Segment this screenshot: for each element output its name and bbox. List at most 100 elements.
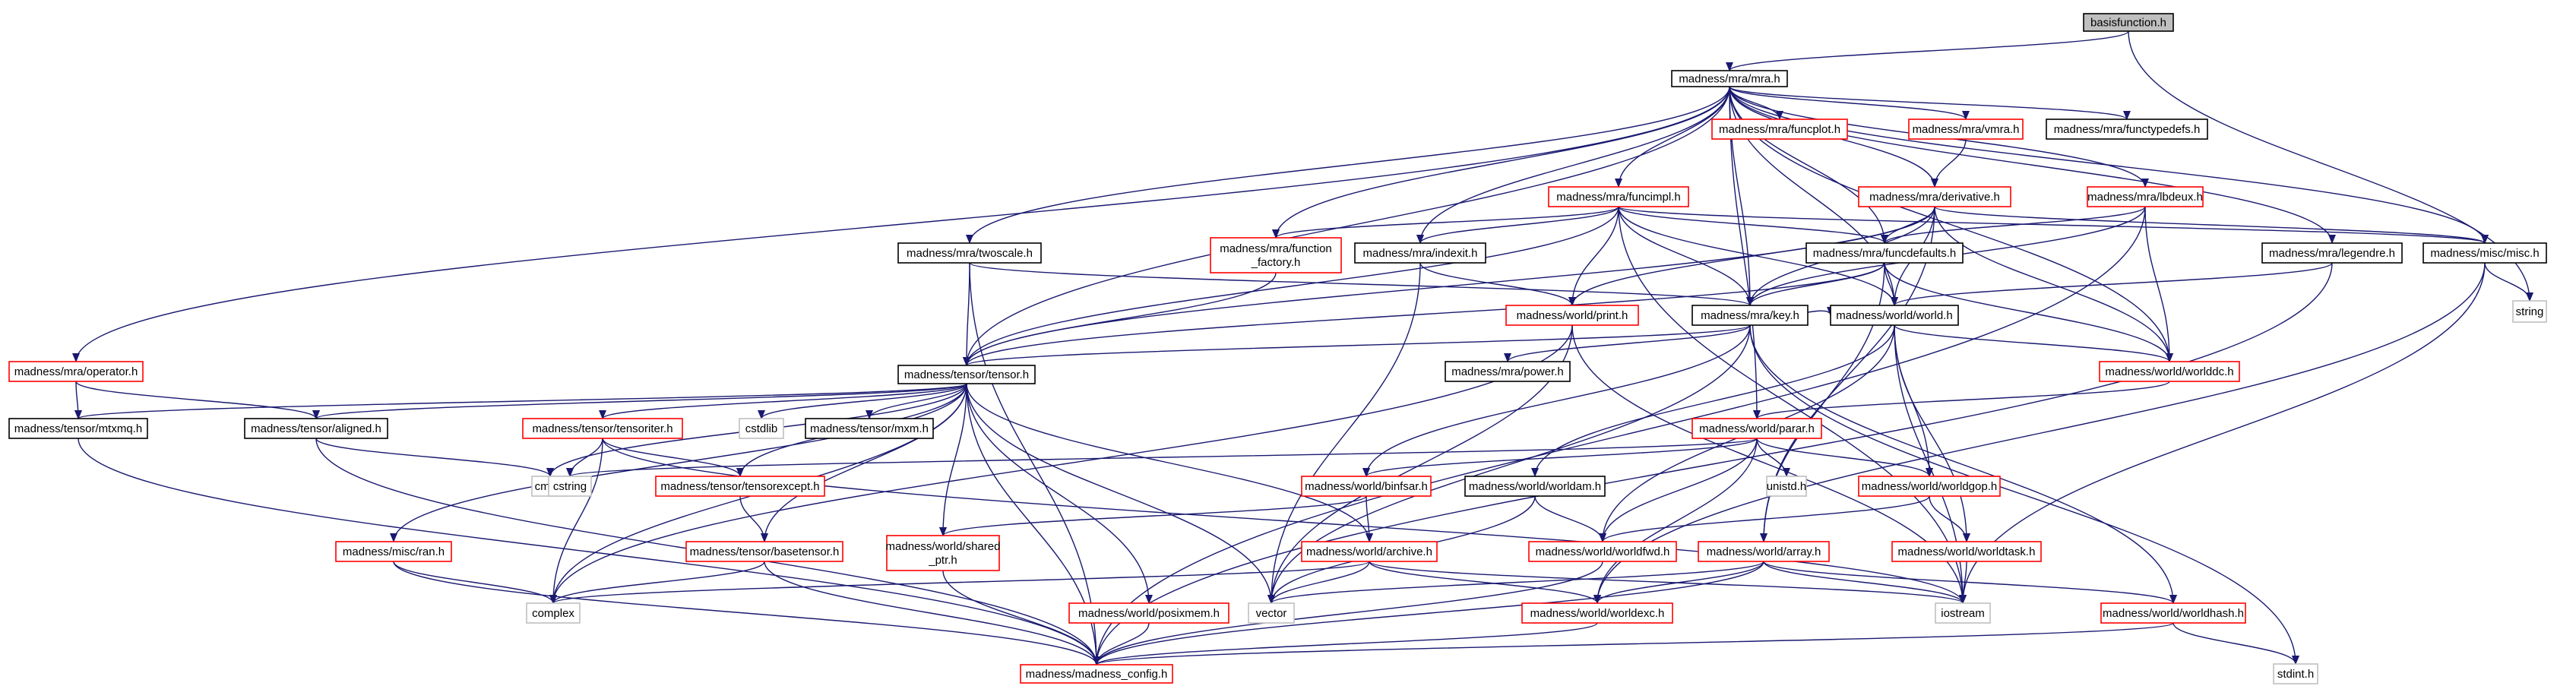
node-madness-config[interactable]: madness/madness_config.h [1020, 664, 1173, 684]
node-print[interactable]: madness/world/print.h [1505, 305, 1639, 326]
node-worlddc[interactable]: madness/world/worlddc.h [2099, 361, 2240, 382]
node-label: madness/mra/functypedefs.h [2054, 123, 2201, 136]
node-box [2512, 300, 2547, 323]
node-mxm[interactable]: madness/tensor/mxm.h [805, 418, 934, 439]
edge-ran-to-complex [393, 561, 557, 604]
edge-tensor-to-cstdlib [758, 383, 967, 419]
node-stdint: stdint.h [2273, 663, 2318, 684]
node-basetensor[interactable]: madness/tensor/basetensor.h [685, 541, 843, 562]
node-box [1858, 186, 2011, 207]
node-box [1935, 602, 1991, 624]
node-derivative[interactable]: madness/mra/derivative.h [1858, 186, 2011, 207]
node-box [1068, 602, 1229, 624]
node-array[interactable]: madness/world/array.h [1698, 541, 1830, 562]
node-box [1830, 305, 1959, 326]
node-tensoriter[interactable]: madness/tensor/tensoriter.h [522, 418, 683, 439]
node-cstring: cstring [548, 476, 592, 497]
edge-worldhash-to-madness-config [1093, 622, 2174, 665]
edge-derivative-to-miscmisc [1934, 206, 2489, 244]
node-label: madness/world/worldexc.h [1530, 607, 1665, 620]
node-key[interactable]: madness/mra/key.h [1691, 305, 1809, 326]
edge-funcimpl-to-function-factory [1272, 206, 1619, 239]
edge-funcdefaults-to-worlddc [1884, 262, 2173, 362]
node-legendre[interactable]: madness/mra/legendre.h [2261, 242, 2403, 264]
node-label: madness/misc/misc.h [2430, 247, 2539, 260]
edge-tensoriter-to-complex [549, 438, 603, 604]
edge-legendre-to-madness-config [1093, 262, 2333, 665]
node-funcplot[interactable]: madness/mra/funcplot.h [1711, 119, 1848, 140]
edge-indexit-to-vector [1267, 262, 1421, 604]
node-box [1805, 242, 1964, 264]
nodes-layer: basisfunction.h madness/mra/mra.h madness/… [8, 13, 2547, 684]
node-funcimpl[interactable]: madness/mra/funcimpl.h [1548, 186, 1689, 207]
node-archive[interactable]: madness/world/archive.h [1301, 541, 1438, 562]
node-label: complex [532, 607, 574, 620]
node-function-factory[interactable]: madness/mra/function_factory.h [1210, 237, 1342, 273]
node-label: madness/world/world.h [1836, 309, 1952, 322]
node-box [2087, 186, 2204, 207]
node-indexit[interactable]: madness/mra/indexit.h [1354, 242, 1486, 264]
node-worldgop[interactable]: madness/world/worldgop.h [1858, 476, 2001, 497]
node-mra[interactable]: madness/mra/mra.h [1671, 70, 1788, 87]
edge-shared-ptr-to-madness-config [942, 570, 1100, 665]
edge-funcimpl-to-indexit [1416, 206, 1619, 244]
node-worldhash[interactable]: madness/world/worldhash.h [2100, 602, 2246, 624]
node-tensor[interactable]: madness/tensor/tensor.h [897, 365, 1036, 384]
node-aligned[interactable]: madness/tensor/aligned.h [244, 418, 388, 439]
node-worldexc[interactable]: madness/world/worldexc.h [1521, 602, 1673, 624]
edge-key-to-tensor [963, 324, 1751, 366]
node-label: madness/misc/ran.h [343, 545, 445, 558]
edge-tensor-to-shared-ptr [939, 383, 967, 536]
edge-twoscale-to-tensor [963, 262, 971, 366]
node-functypedefs[interactable]: madness/mra/functypedefs.h [2046, 119, 2208, 140]
edge-worldgop-to-worldfwd [1599, 495, 1930, 542]
node-label: madness/mra/mra.h [1679, 73, 1780, 86]
node-funcdefaults[interactable]: madness/mra/funcdefaults.h [1805, 242, 1964, 264]
node-mtxmq[interactable]: madness/tensor/mtxmq.h [8, 418, 148, 439]
node-box [739, 418, 784, 439]
node-vmra[interactable]: madness/mra/vmra.h [1908, 119, 2024, 140]
node-world[interactable]: madness/world/world.h [1830, 305, 1959, 326]
edge-legendre-to-world [1891, 262, 2333, 306]
node-posixmem[interactable]: madness/world/posixmem.h [1068, 602, 1229, 624]
edge-basetensor-to-complex [549, 561, 765, 604]
node-tensorexcept[interactable]: madness/tensor/tensorexcept.h [655, 476, 825, 497]
node-label: madness/world/array.h [1707, 545, 1821, 558]
edge-lbdeux-to-funcdefaults [1881, 206, 2146, 244]
edge-tensoriter-to-tensorexcept [602, 438, 744, 477]
node-label: madness/world/shared [886, 540, 1001, 553]
node-box [1248, 602, 1295, 624]
node-worldfwd[interactable]: madness/world/worldfwd.h [1528, 541, 1677, 562]
node-basisfunction[interactable]: basisfunction.h [2083, 13, 2174, 32]
node-box [335, 541, 452, 562]
edge-tensor-to-archive [966, 383, 1373, 542]
edge-binfsar-to-shared-ptr [939, 495, 1367, 536]
edge-array-to-vector [1267, 561, 1764, 604]
edge-worldam-to-worldfwd [1534, 495, 1606, 542]
node-twoscale[interactable]: madness/mra/twoscale.h [897, 242, 1042, 264]
node-miscmisc[interactable]: madness/misc/misc.h [2423, 242, 2547, 264]
node-box [655, 476, 825, 497]
node-ran[interactable]: madness/misc/ran.h [335, 541, 452, 562]
node-power[interactable]: madness/mra/power.h [1445, 361, 1571, 382]
node-worldtask[interactable]: madness/world/worldtask.h [1891, 541, 2042, 562]
node-binfsar[interactable]: madness/world/binfsar.h [1301, 476, 1432, 497]
node-worldam[interactable]: madness/world/worldam.h [1464, 476, 1606, 497]
node-box [2273, 663, 2318, 684]
node-box [2261, 242, 2403, 264]
node-lbdeux[interactable]: madness/mra/lbdeux.h [2087, 186, 2204, 207]
edge-worlddc-to-parar [1753, 381, 2170, 419]
edge-funcimpl-to-iostream [1618, 206, 1967, 604]
node-label: madness/tensor/tensoriter.h [532, 422, 672, 435]
node-shared-ptr[interactable]: madness/world/shared_ptr.h [886, 535, 1001, 571]
edge-worldexc-to-madness-config [1093, 622, 1598, 665]
node-box [526, 602, 581, 624]
edge-basetensor-to-madness-config [764, 561, 1100, 665]
edge-indexit-to-print [1419, 262, 1576, 306]
node-iostream: iostream [1935, 602, 1991, 624]
node-label: madness/world/worldgop.h [1862, 480, 1997, 493]
edge-tensor-to-vector [966, 383, 1275, 604]
node-parar[interactable]: madness/world/parar.h [1691, 418, 1822, 439]
node-box [1301, 476, 1432, 497]
node-operator[interactable]: madness/mra/operator.h [8, 361, 144, 382]
